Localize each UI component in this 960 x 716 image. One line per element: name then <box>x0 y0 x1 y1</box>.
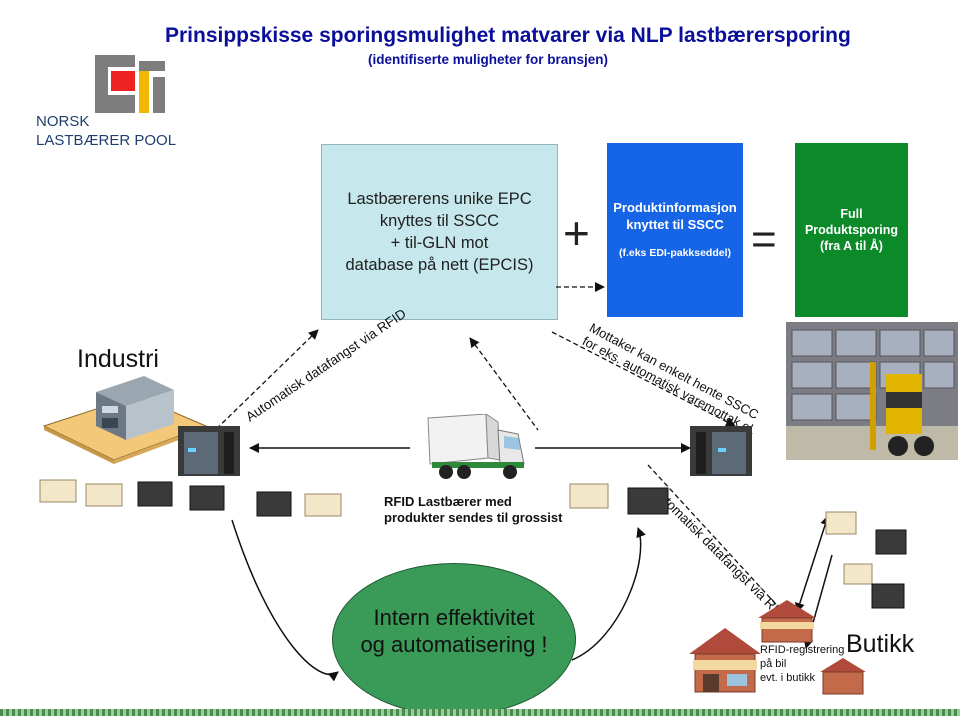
grossist-line-2: produkter sendes til grossist <box>384 510 563 525</box>
logo-text: NORSK LASTBÆRER POOL <box>36 112 176 150</box>
efficiency-line-1: Intern effektivitet <box>373 605 535 630</box>
nlp-logo-icon <box>95 55 165 113</box>
truck-icon <box>427 414 525 479</box>
rfid-gate-right-icon <box>690 426 752 476</box>
registration-line-3: evt. i butikk <box>760 672 816 684</box>
registration-line-2: på bil <box>760 658 787 670</box>
efficiency-ellipse <box>332 563 576 716</box>
full-line-1: Full <box>840 207 863 221</box>
registration-line-1: RFID-registrering <box>760 644 845 656</box>
dashed-arrow-receiver <box>551 331 736 427</box>
epc-line-4: database på nett (EPCIS) <box>345 256 534 274</box>
butikk-label: Butikk <box>846 630 915 658</box>
grossist-line-1: RFID Lastbærer med <box>384 494 512 509</box>
dashed-arrow-center <box>469 337 539 431</box>
logo-line-2: LASTBÆRER POOL <box>36 132 177 149</box>
plus-sign: + <box>563 207 590 259</box>
dashed-arrow-rfid-right <box>647 464 796 626</box>
dashed-arrow-rfid-left <box>204 329 319 441</box>
shop-icon <box>689 628 761 693</box>
page-subtitle: (identifiserte muligheter for bransjen) <box>368 52 609 67</box>
registration-label: RFID-registrering på bil evt. i butikk <box>760 643 844 685</box>
curved-return-arrow <box>231 519 339 682</box>
product-line-2: knyttet til SSCC <box>626 216 724 232</box>
equals-sign: = <box>751 215 777 264</box>
efficiency-text: Intern effektivitet og automatisering ! <box>332 604 576 658</box>
pallets-mid-icon <box>256 491 342 517</box>
full-tracking-box: Full Produktsporing (fra A til Å) <box>795 143 908 317</box>
pallets-shop-icon <box>825 511 907 609</box>
pallets-right-icon <box>569 483 669 515</box>
full-line-3: (fra A til Å) <box>820 239 883 253</box>
logo-line-1: NORSK <box>36 113 90 130</box>
product-line-3: (f.eks EDI-pakkseddel) <box>618 246 732 259</box>
warehouse-icon <box>786 322 958 460</box>
industri-label: Industri <box>77 345 159 373</box>
page-title: Prinsippskisse sporingsmulighet matvarer… <box>165 24 851 47</box>
grossist-label: RFID Lastbærer med produkter sendes til … <box>384 494 562 526</box>
shop-tiny-icon <box>820 658 866 695</box>
arrow-warehouse-shop <box>795 515 830 613</box>
rfid-gate-left-icon <box>178 426 240 476</box>
epc-line-3: + til-GLN mot <box>390 234 489 252</box>
shop-small-icon <box>758 600 816 643</box>
pallets-left-icon <box>39 479 225 511</box>
product-info-box: Produktinformasjon knyttet til SSCC (f.e… <box>607 143 743 317</box>
full-line-2: Produktsporing <box>804 223 899 237</box>
efficiency-line-2: og automatisering ! <box>360 632 548 657</box>
epc-box: Lastbærerens unike EPC knyttes til SSCC … <box>321 144 558 320</box>
footer-band <box>0 709 960 716</box>
curved-outgoing-arrow <box>571 527 646 661</box>
epc-line-2: knyttes til SSCC <box>379 212 500 230</box>
epc-line-1: Lastbærerens unike EPC <box>347 190 532 208</box>
product-line-1: Produktinformasjon <box>613 199 737 215</box>
